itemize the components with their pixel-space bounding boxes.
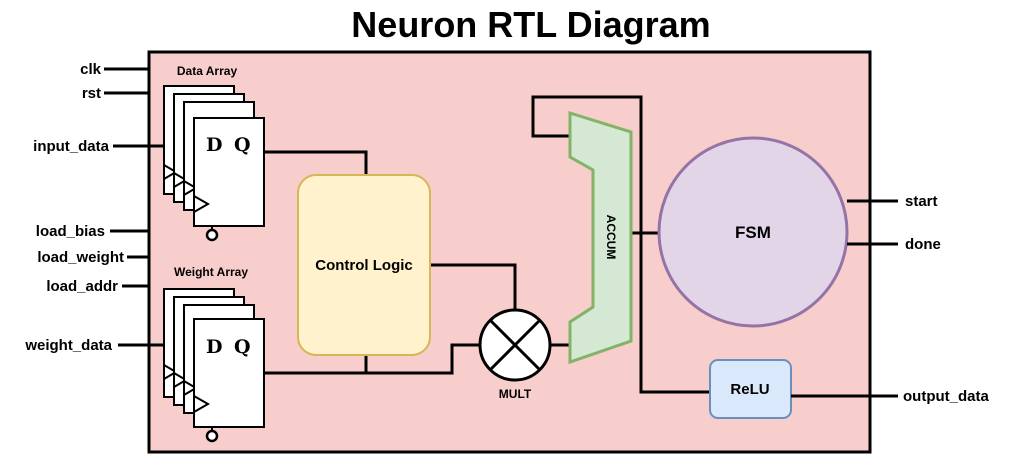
done-label: done: [905, 236, 941, 253]
weight-data-label: weight_data: [24, 337, 112, 354]
weight-array-d-label: D: [206, 336, 222, 358]
data-array: D Q: [163, 85, 265, 242]
control-logic-block: [297, 174, 431, 356]
relu-label: ReLU: [730, 381, 769, 398]
output-pins: [791, 199, 898, 398]
data-array-d-label: D: [206, 134, 222, 156]
control-to-mult-wire: [430, 263, 517, 313]
input-data-label: input_data: [33, 138, 109, 155]
mult-label: MULT: [499, 387, 532, 401]
load-bias-label: load_bias: [36, 223, 105, 240]
weight-array: D Q: [163, 288, 265, 443]
accum-feedback-relu-wire: [531, 95, 710, 394]
internal-wires: [264, 95, 710, 394]
accum-label: ACCUM: [604, 215, 618, 260]
fsm-label: FSM: [735, 223, 771, 242]
output-data-label: output_data: [903, 388, 989, 405]
start-label: start: [905, 193, 938, 210]
weight-array-q-label: Q: [234, 336, 251, 358]
relu-block: [709, 359, 792, 419]
data-to-control-wire: [264, 150, 368, 175]
data-array-q-label: Q: [234, 134, 251, 156]
weight-array-label: Weight Array: [174, 265, 248, 279]
data-array-ff-1: D Q: [193, 117, 265, 242]
fsm-block: [657, 136, 849, 328]
rst-label: rst: [82, 85, 101, 102]
weight-array-reset-bubble-icon: [205, 429, 219, 443]
data-array-reset-bubble-icon: [205, 228, 219, 242]
load-addr-label: load_addr: [46, 278, 118, 295]
control-logic-label: Control Logic: [315, 257, 413, 274]
load-weight-label: load_weight: [37, 249, 124, 266]
accum-block: [568, 110, 633, 365]
weight-to-mult-wire: [264, 343, 486, 375]
diagram-title: Neuron RTL Diagram: [351, 4, 710, 45]
clk-label: clk: [80, 61, 102, 78]
data-array-label: Data Array: [177, 64, 238, 78]
weight-array-ff-1: D Q: [193, 318, 265, 443]
mult-block: [478, 308, 552, 382]
